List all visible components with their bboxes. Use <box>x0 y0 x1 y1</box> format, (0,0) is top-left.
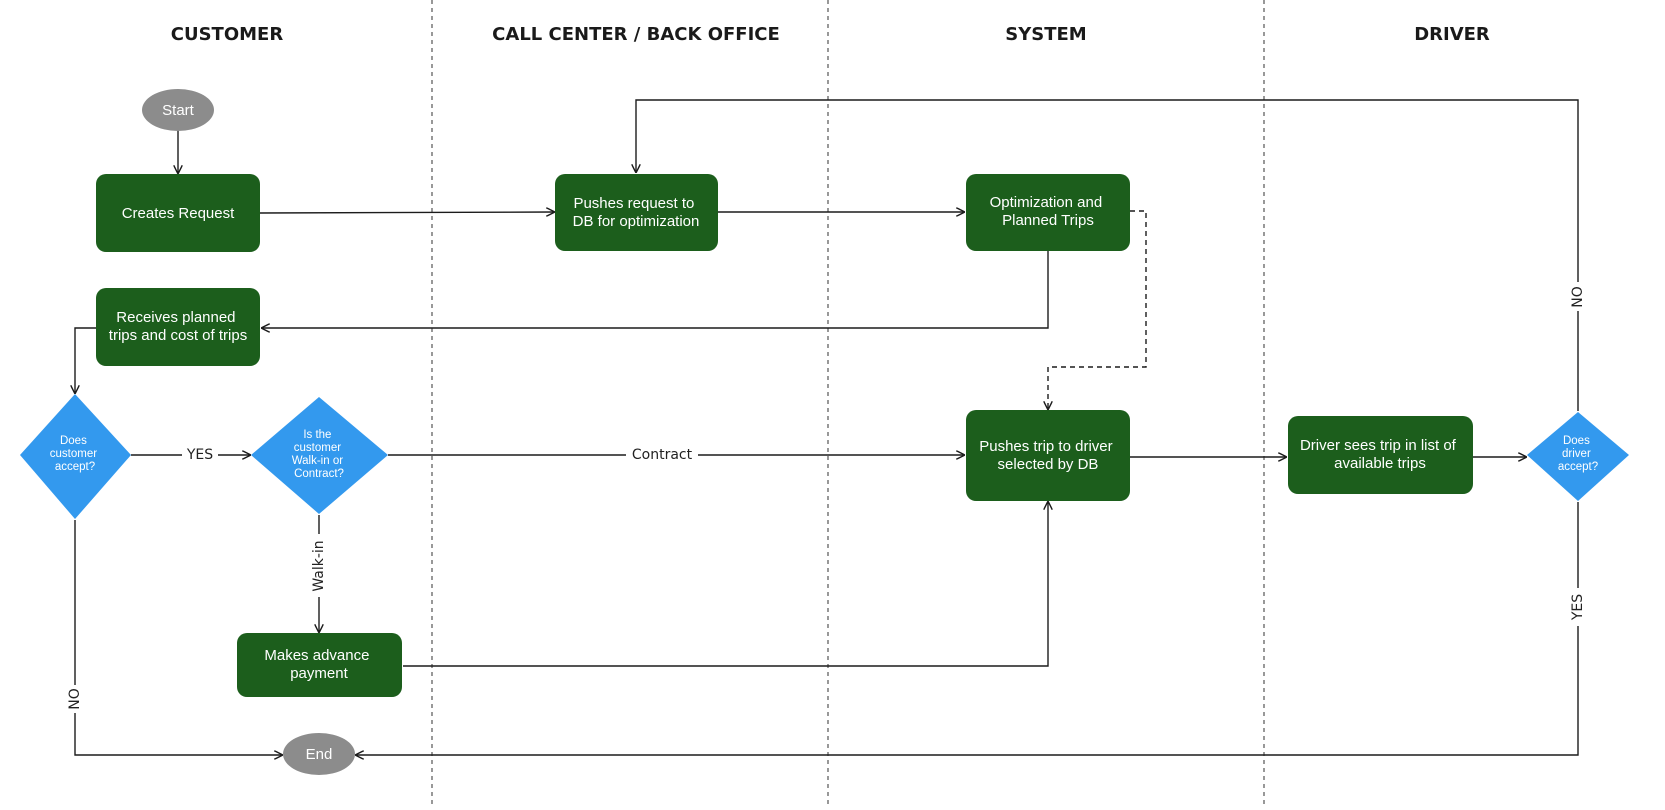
driver-sees-label: Driver sees trip in list of available tr… <box>1300 437 1460 472</box>
driver-sees-line-2: available trips <box>1334 455 1426 472</box>
driver-accept-line-1: Does <box>1563 435 1590 447</box>
node-driver-sees: Driver sees trip in list of available tr… <box>1288 416 1473 494</box>
driver-accept-line-2: driver <box>1562 448 1591 460</box>
decision-driver-accept: Does driver accept? <box>1527 412 1629 501</box>
pushes-trip-line-1: Pushes trip to driver <box>979 438 1112 455</box>
edge-label-bg <box>66 685 84 713</box>
advance-payment-label: Makes advance payment <box>264 647 373 682</box>
end-label: End <box>306 746 333 763</box>
pushes-request-label: Pushes request to DB for optimization <box>573 195 700 230</box>
edge-label-bg <box>310 537 328 595</box>
driver-sees-line-1: Driver sees trip in list of <box>1300 437 1457 454</box>
optimization-label: Optimization and Planned Trips <box>990 194 1107 229</box>
edge-label-contract: Contract <box>632 447 693 463</box>
edge-label-walkin: Walk-in <box>311 540 327 591</box>
lane-title-call-center: CALL CENTER / BACK OFFICE <box>492 24 780 45</box>
edge-label-no-driver: NO <box>1570 286 1586 308</box>
edge-driver-no-loop-2 <box>636 99 1579 282</box>
edge-label-bg <box>182 446 217 464</box>
node-pushes-request: Pushes request to DB for optimization <box>555 174 718 251</box>
edge-optimization-to-pushtrip-dashed <box>1048 210 1147 409</box>
walkin-contract-label: Is the customer Walk-in or Contract? <box>292 429 347 480</box>
start-label: Start <box>162 102 195 119</box>
decision-walkin-or-contract: Is the customer Walk-in or Contract? <box>251 397 388 514</box>
edge-receives-to-accept <box>75 327 96 393</box>
edge-label-bg <box>1569 590 1587 625</box>
node-pushes-trip: Pushes trip to driver selected by DB <box>966 410 1130 501</box>
edge-label-no-customer: NO <box>67 688 83 710</box>
advance-payment-line-1: Makes advance <box>264 647 369 664</box>
customer-accept-line-3: accept? <box>55 461 95 473</box>
end-terminal: End <box>283 733 355 775</box>
driver-accept-label: Does driver accept? <box>1558 435 1598 473</box>
advance-payment-line-2: payment <box>290 665 348 682</box>
pushes-request-line-1: Pushes request to <box>573 195 694 212</box>
customer-accept-line-2: customer <box>50 448 97 460</box>
edge-label-yes-driver: YES <box>1570 594 1586 621</box>
edge-customer-no-2 <box>74 713 282 755</box>
optimization-line-2: Planned Trips <box>1002 212 1094 229</box>
edge-driver-yes-2 <box>356 626 1579 755</box>
edge-request-to-push <box>259 212 554 213</box>
edge-optimization-to-receives <box>262 250 1049 328</box>
walkin-contract-line-1: Is the <box>303 429 331 441</box>
lane-title-driver: DRIVER <box>1414 24 1490 45</box>
walkin-contract-line-3: Walk-in or <box>292 455 343 467</box>
customer-accept-label: Does customer accept? <box>50 435 101 473</box>
edge-label-bg <box>1569 283 1587 311</box>
node-receives-planned: Receives planned trips and cost of trips <box>96 288 260 366</box>
start-terminal: Start <box>142 89 214 131</box>
receives-planned-line-2: trips and cost of trips <box>109 327 247 344</box>
walkin-contract-line-2: customer <box>294 442 341 454</box>
receives-planned-line-1: Receives planned <box>116 309 235 326</box>
edge-label-bg <box>628 446 696 464</box>
customer-accept-line-1: Does <box>60 435 87 447</box>
lane-title-system: SYSTEM <box>1005 24 1086 45</box>
edge-payment-to-pushtrip <box>403 502 1048 667</box>
creates-request-label: Creates Request <box>122 205 235 222</box>
driver-accept-line-3: accept? <box>1558 461 1598 473</box>
pushes-trip-line-2: selected by DB <box>998 456 1099 473</box>
walkin-contract-line-4: Contract? <box>294 468 344 480</box>
node-advance-payment: Makes advance payment <box>237 633 402 697</box>
lane-title-customer: CUSTOMER <box>171 24 284 45</box>
receives-planned-label: Receives planned trips and cost of trips <box>109 309 247 344</box>
node-optimization: Optimization and Planned Trips <box>966 174 1130 251</box>
optimization-line-1: Optimization and <box>990 194 1103 211</box>
edge-label-yes-customer: YES <box>186 447 213 463</box>
pushes-trip-label: Pushes trip to driver selected by DB <box>979 438 1117 473</box>
pushes-request-line-2: DB for optimization <box>573 213 700 230</box>
node-creates-request: Creates Request <box>96 174 260 252</box>
decision-customer-accept: Does customer accept? <box>20 394 131 519</box>
